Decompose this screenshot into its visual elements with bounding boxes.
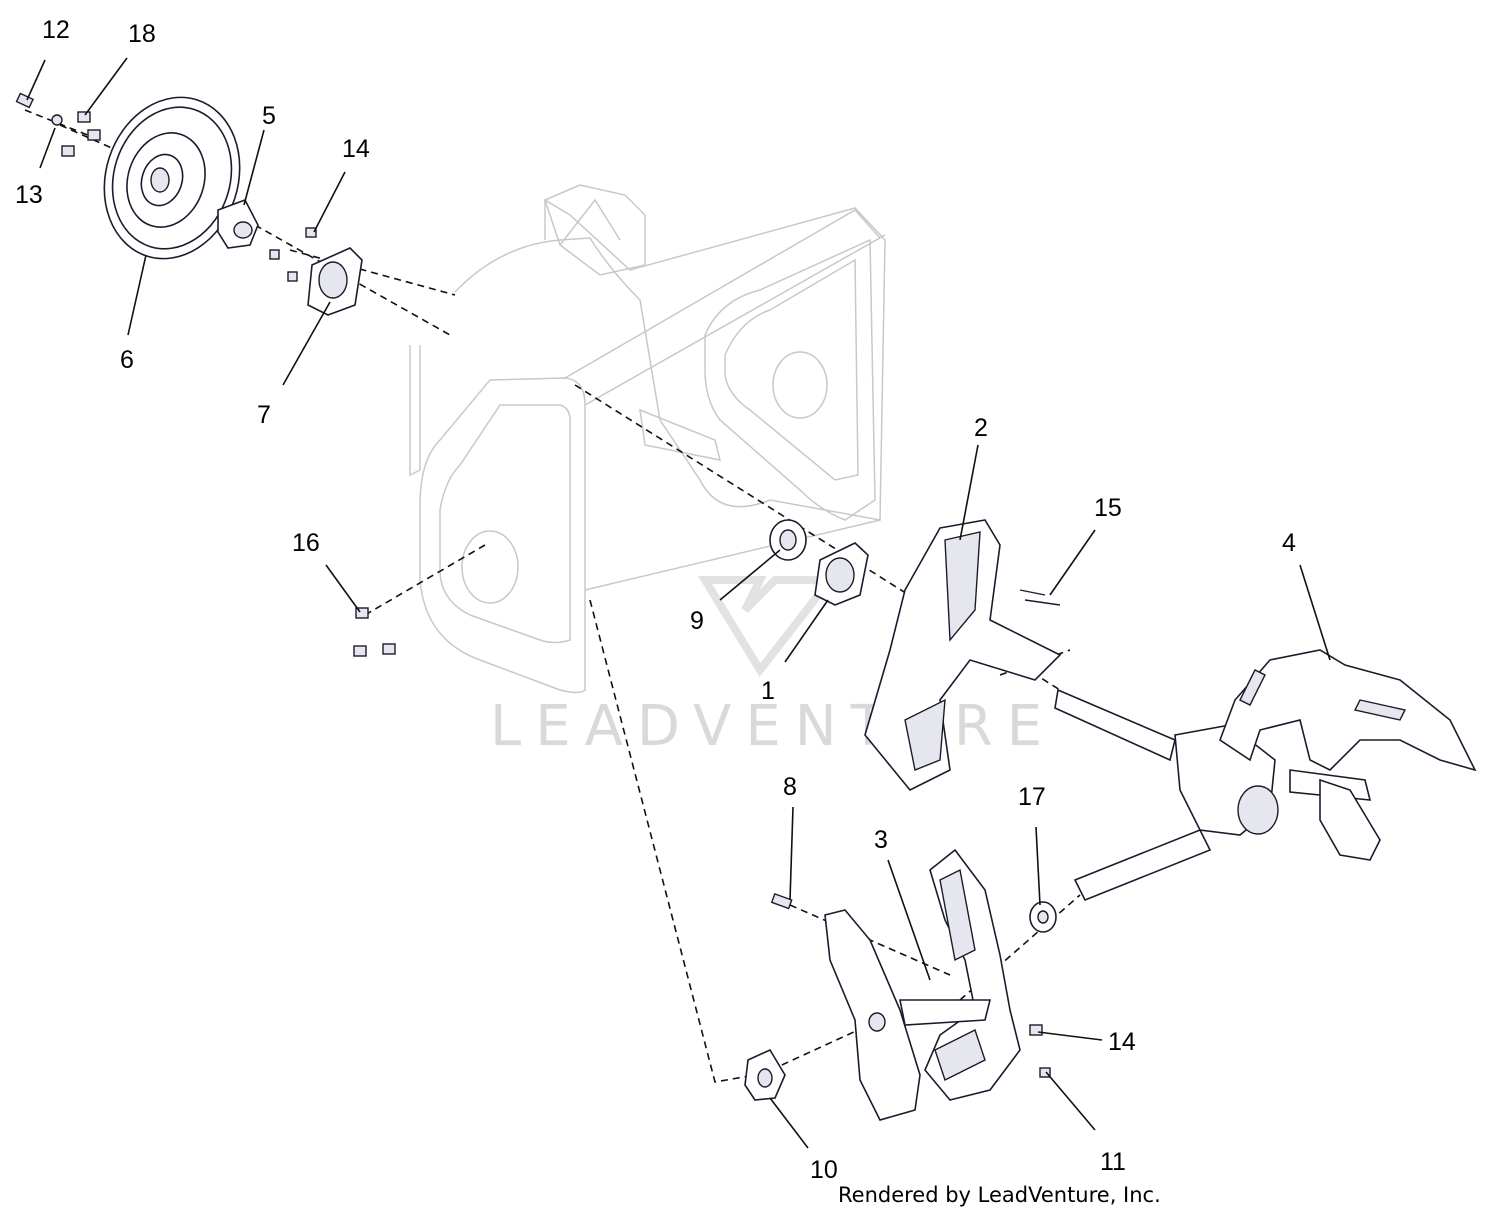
callout-1: 1 — [761, 677, 775, 705]
callout-13: 13 — [15, 181, 43, 209]
callout-17: 17 — [1018, 783, 1046, 811]
washer-part-17 — [1029, 901, 1057, 933]
callout-7: 7 — [257, 401, 271, 429]
callout-14-bottom: 14 — [1108, 1028, 1136, 1056]
callout-15: 15 — [1094, 494, 1122, 522]
hardware-bolts — [15, 92, 1061, 1078]
callout-18: 18 — [128, 20, 156, 48]
callout-8: 8 — [783, 773, 797, 801]
callout-16: 16 — [292, 529, 320, 557]
auger-part-2 — [864, 519, 1062, 792]
callout-4: 4 — [1282, 529, 1296, 557]
flange-part-10 — [744, 1048, 786, 1101]
leader-lines — [26, 57, 1331, 1149]
auger-part-3 — [824, 848, 1021, 1121]
auger-housing — [409, 184, 886, 694]
pulley-part-6 — [103, 96, 241, 260]
callout-6: 6 — [120, 346, 134, 374]
callout-3: 3 — [874, 826, 888, 854]
callout-11: 11 — [1100, 1148, 1126, 1176]
watermark-text: LEADVENTURE — [490, 694, 1056, 759]
callout-14-top: 14 — [342, 135, 370, 163]
flange-part-1 — [814, 542, 869, 606]
gearbox-auger-part-4 — [1054, 649, 1477, 902]
flange-part-7 — [307, 247, 363, 316]
bearing-housing-part-5 — [217, 199, 259, 249]
callout-5: 5 — [262, 102, 276, 130]
callout-labels: 12 18 13 5 14 6 7 2 15 4 16 9 1 8 3 17 1… — [15, 16, 1296, 1184]
callout-12: 12 — [42, 16, 70, 44]
callout-10: 10 — [810, 1156, 838, 1184]
callout-9: 9 — [690, 607, 704, 635]
render-credit: Rendered by LeadVenture, Inc. — [838, 1183, 1161, 1207]
leadventure-watermark: LEADVENTURE — [490, 576, 1056, 759]
callout-2: 2 — [974, 414, 988, 442]
